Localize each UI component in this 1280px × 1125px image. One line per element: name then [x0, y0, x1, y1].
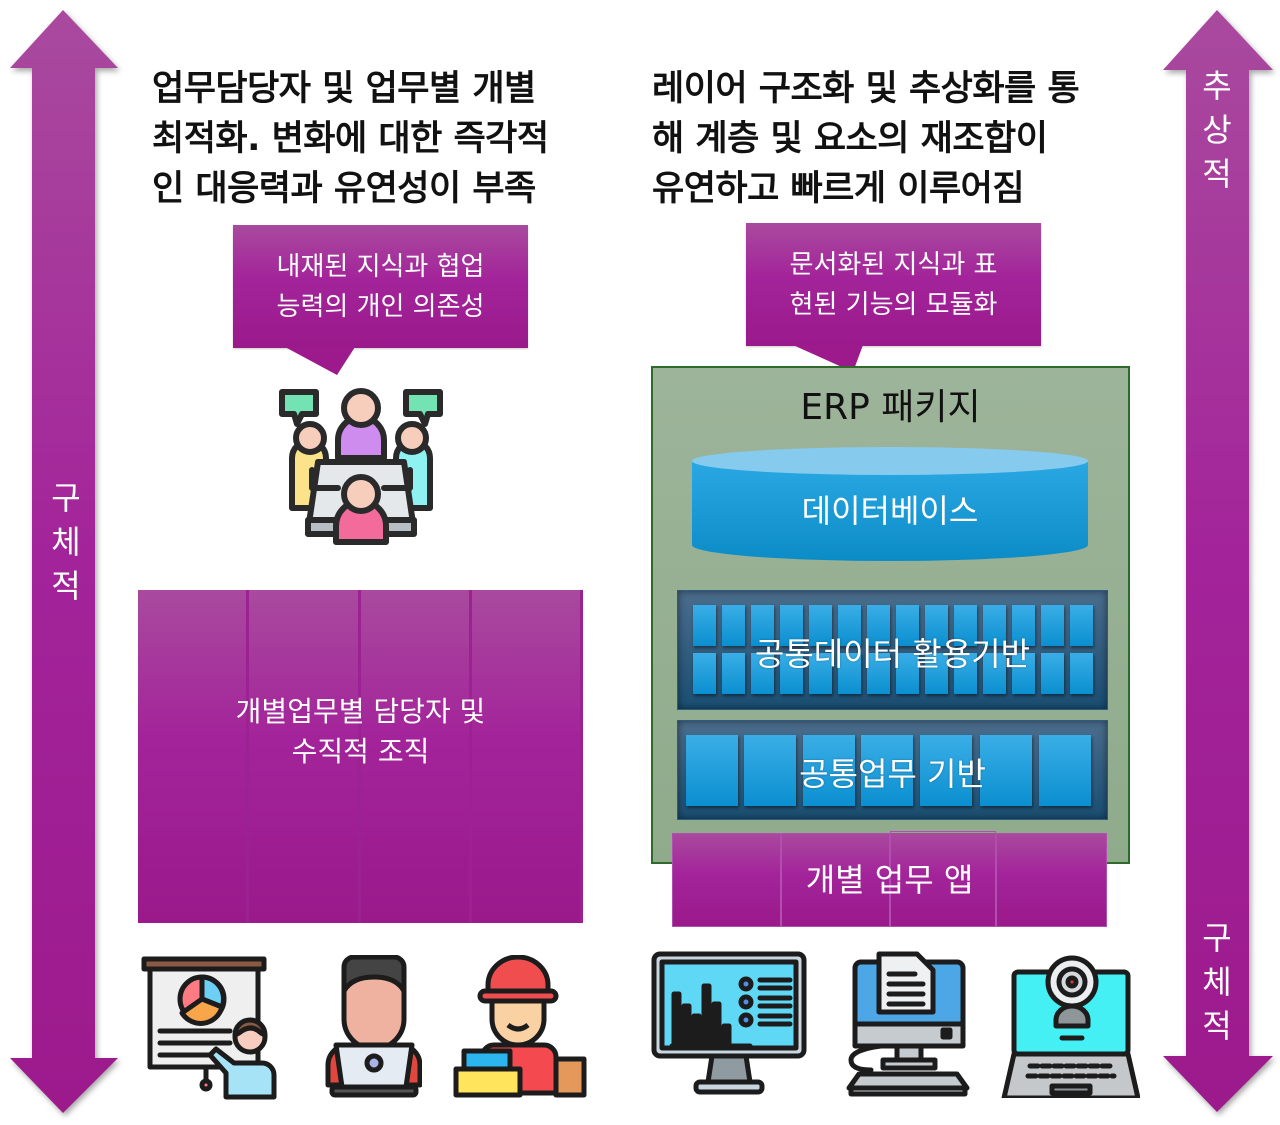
data-module-tile: [925, 653, 948, 694]
common-business-layer-label: 공통업무 기반: [799, 755, 986, 793]
data-module-tile: [983, 605, 1006, 646]
team-meeting-icon: [279, 388, 443, 545]
label-char: 구: [51, 479, 81, 517]
data-module-tile: [867, 605, 890, 646]
apps-label: 개별 업무 앱: [805, 861, 974, 899]
right-double-arrow: [1163, 10, 1273, 1112]
org-label-line: 개별업무별 담당자 및: [235, 694, 486, 728]
headline-line: 레이어 구조화 및 추상화를 통: [652, 69, 1080, 109]
data-module-tile: [925, 605, 948, 646]
right-arrow-top-label: 추 상 적: [1187, 64, 1247, 196]
data-module-tile: [867, 653, 890, 694]
right-callout: 문서화된 지식과 표 현된 기능의 모듈화: [746, 223, 1041, 346]
common-business-layer: 공통업무 기반: [677, 720, 1108, 820]
data-module-tile: [693, 605, 716, 646]
business-module-tile: [803, 735, 855, 806]
erp-title: ERP 패키지: [800, 387, 981, 428]
label-char: 체: [51, 523, 81, 561]
org-block-label: 개별업무별 담당자 및 수직적 조직: [138, 590, 583, 923]
headline-line: 해 계층 및 요소의 재조합이: [652, 119, 1048, 159]
label-char: 추: [1202, 67, 1232, 105]
data-module-tile: [896, 653, 919, 694]
data-module-tile: [838, 653, 861, 694]
headline-line: 유연하고 빠르게 이루어짐: [652, 169, 1025, 209]
callout-line: 내재된 지식과 협업: [276, 251, 485, 282]
database-cylinder-icon: [692, 447, 1088, 561]
data-module-tile: [751, 653, 774, 694]
data-module-tile: [722, 653, 745, 694]
presenter-icon: [141, 956, 277, 1100]
headline-line: 인 대응력과 유연성이 부족: [152, 169, 536, 209]
right-headline: 레이어 구조화 및 추상화를 통 해 계층 및 요소의 재조합이 유연하고 빠르…: [652, 64, 1152, 214]
data-module-tile: [1070, 605, 1093, 646]
common-data-layer: 공통데이터 활용기반: [677, 590, 1108, 710]
org-column: [472, 590, 583, 923]
app-segment: [672, 833, 781, 927]
business-module-tile: [1039, 735, 1091, 806]
data-module-tile: [954, 605, 977, 646]
business-module-tile: [920, 735, 972, 806]
vertical-organization-block: 개별업무별 담당자 및 수직적 조직: [138, 590, 583, 923]
callout-line: 능력의 개인 의존성: [276, 291, 485, 322]
org-label-line: 수직적 조직: [291, 734, 430, 768]
data-module-tile: [896, 605, 919, 646]
org-column: [249, 590, 361, 923]
data-module-tile: [809, 653, 832, 694]
data-module-tile: [954, 653, 977, 694]
data-module-tile: [838, 605, 861, 646]
right-callout-tail: [793, 345, 863, 372]
org-column: [361, 590, 472, 923]
laptop-worker-icon: [325, 955, 422, 1098]
data-module-tile: [809, 605, 832, 646]
individual-apps-block: 개별 업무 앱: [672, 831, 1107, 927]
label-char: 적: [51, 567, 81, 605]
label-char: 상: [1202, 111, 1232, 149]
left-callout: 내재된 지식과 협업 능력의 개인 의존성: [233, 225, 528, 348]
label-char: 적: [1202, 1007, 1232, 1045]
business-module-tile: [861, 735, 913, 806]
label-char: 적: [1202, 155, 1232, 193]
headline-line: 업무담당자 및 업무별 개별: [152, 69, 536, 109]
org-column: [138, 590, 250, 923]
delivery-worker-icon: [453, 955, 587, 1098]
data-module-tile: [693, 653, 716, 694]
left-arrow-label: 구 체 적: [36, 476, 96, 608]
data-module-tile: [1012, 653, 1035, 694]
left-double-arrow: [10, 10, 118, 1113]
business-module-tile: [744, 735, 796, 806]
business-module-tile: [980, 735, 1032, 806]
data-module-tile: [983, 653, 1006, 694]
left-headline: 업무담당자 및 업무별 개별 최적화. 변화에 대한 즉각적 인 대응력과 유연…: [152, 64, 622, 214]
data-module-tile: [1041, 653, 1064, 694]
data-module-tile: [780, 605, 803, 646]
label-char: 구: [1202, 919, 1232, 957]
document-computer-icon: [846, 951, 970, 1097]
callout-line: 현된 기능의 모듈화: [789, 289, 998, 320]
app-segment: [996, 833, 1107, 927]
data-module-tile: [1070, 653, 1093, 694]
webcam-laptop-icon: [1001, 955, 1140, 1098]
data-module-tile: [722, 605, 745, 646]
headline-line: 최적화. 변화에 대한 즉각적: [152, 119, 549, 159]
common-data-layer-label: 공통데이터 활용기반: [754, 635, 1031, 673]
right-arrow-bottom-label: 구 체 적: [1187, 916, 1247, 1048]
callout-line: 문서화된 지식과 표: [789, 249, 998, 280]
dashboard-monitor-icon: [651, 951, 807, 1095]
data-module-tile: [751, 605, 774, 646]
business-module-tile: [686, 735, 738, 806]
data-module-tile: [1041, 605, 1064, 646]
data-module-tile: [780, 653, 803, 694]
app-segment: [890, 831, 996, 927]
label-char: 체: [1202, 963, 1232, 1001]
app-segment: [781, 833, 890, 927]
database-label: 데이터베이스: [801, 492, 979, 530]
data-module-tile: [1012, 605, 1035, 646]
left-callout-tail: [285, 347, 355, 375]
